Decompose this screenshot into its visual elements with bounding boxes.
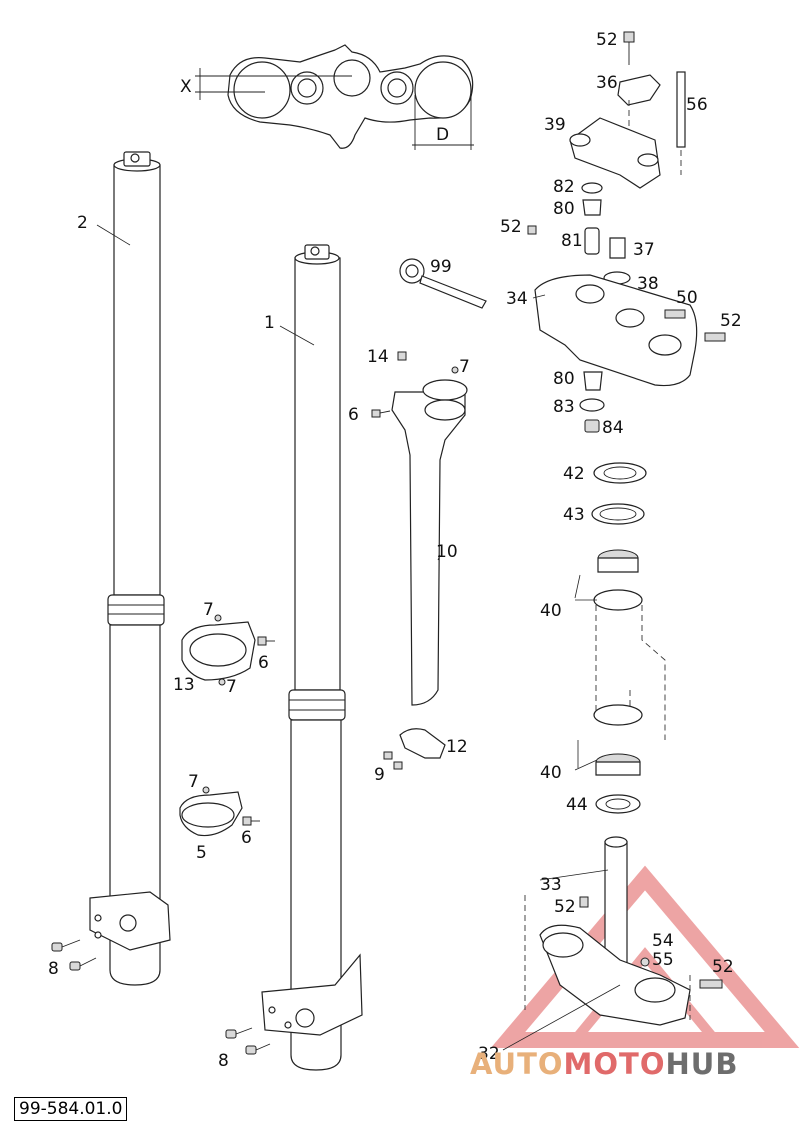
- callout-32: 32: [478, 1044, 500, 1064]
- callout-52d: 52: [554, 897, 576, 917]
- callout-83: 83: [553, 397, 575, 417]
- brake-line-guide-10: [371, 351, 468, 706]
- callout-99: 99: [430, 257, 452, 277]
- callout-labels: 2 1 52 36 56 39 82 80 52 81 37 38 99 34 …: [48, 30, 742, 1071]
- callout-55: 55: [652, 950, 674, 970]
- callout-80b: 80: [553, 369, 575, 389]
- clamp-13: [181, 614, 275, 686]
- callout-8b: 8: [218, 1051, 229, 1071]
- callout-8a: 8: [48, 959, 59, 979]
- callout-38: 38: [637, 274, 659, 294]
- dimension-d-label: D: [436, 125, 449, 145]
- callout-81: 81: [561, 231, 583, 251]
- callout-43: 43: [563, 505, 585, 525]
- callout-40b: 40: [540, 763, 562, 783]
- callout-54: 54: [652, 931, 674, 951]
- callout-39: 39: [544, 115, 566, 135]
- clamp-5: [179, 786, 260, 837]
- callout-82: 82: [553, 177, 575, 197]
- tool-99: [399, 258, 487, 309]
- callout-10: 10: [436, 542, 458, 562]
- callout-56: 56: [686, 95, 708, 115]
- callout-7c: 7: [226, 677, 237, 697]
- rubber-bushings-upper: [527, 182, 631, 285]
- callout-42: 42: [563, 464, 585, 484]
- callout-6a: 6: [348, 405, 359, 425]
- callout-5: 5: [196, 843, 207, 863]
- watermark-part-3: HUB: [665, 1047, 739, 1081]
- callout-40a: 40: [540, 601, 562, 621]
- callout-52e: 52: [712, 957, 734, 977]
- callout-7a: 7: [459, 357, 470, 377]
- callout-9: 9: [374, 765, 385, 785]
- callout-37: 37: [633, 240, 655, 260]
- watermark-part-1: AUTO: [470, 1047, 564, 1081]
- callout-14: 14: [367, 347, 389, 367]
- callout-6b: 6: [258, 653, 269, 673]
- callout-80a: 80: [553, 199, 575, 219]
- callout-1: 1: [264, 313, 275, 333]
- watermark-part-2: MOTO: [563, 1047, 666, 1081]
- document-number: 99-584.01.0: [14, 1097, 128, 1121]
- upper-triple-clamp-34: [534, 274, 726, 387]
- head-tube-bearings-40: [593, 549, 666, 776]
- callout-7b: 7: [203, 600, 214, 620]
- callout-33: 33: [540, 875, 562, 895]
- callout-7d: 7: [188, 772, 199, 792]
- fork-leg-2: [89, 151, 171, 986]
- bearing-races-42-43: [591, 462, 647, 525]
- dust-seal-44: [595, 794, 641, 814]
- handlebar-clamp-39: [569, 31, 686, 189]
- watermark-text: AUTOMOTOHUB: [470, 1047, 738, 1081]
- dimension-x-label: X: [180, 77, 192, 97]
- bracket-12: [383, 728, 446, 770]
- callout-13: 13: [173, 675, 195, 695]
- rubber-bushings-lower: [579, 371, 605, 433]
- lower-triple-clamp-32: [524, 836, 723, 1026]
- callout-52b: 52: [500, 217, 522, 237]
- callout-12: 12: [446, 737, 468, 757]
- fork-leg-1: [261, 244, 363, 1071]
- leader-lines: [96, 224, 621, 1051]
- triple-clamp-dimension-detail: [195, 44, 474, 150]
- callout-34: 34: [506, 289, 528, 309]
- callout-36: 36: [596, 73, 618, 93]
- callout-52a: 52: [596, 30, 618, 50]
- callout-2: 2: [77, 213, 88, 233]
- callout-50: 50: [676, 288, 698, 308]
- callout-84: 84: [602, 418, 624, 438]
- callout-44: 44: [566, 795, 588, 815]
- callout-6c: 6: [241, 828, 252, 848]
- callout-52c: 52: [720, 311, 742, 331]
- bolts-8-left: [51, 939, 271, 1055]
